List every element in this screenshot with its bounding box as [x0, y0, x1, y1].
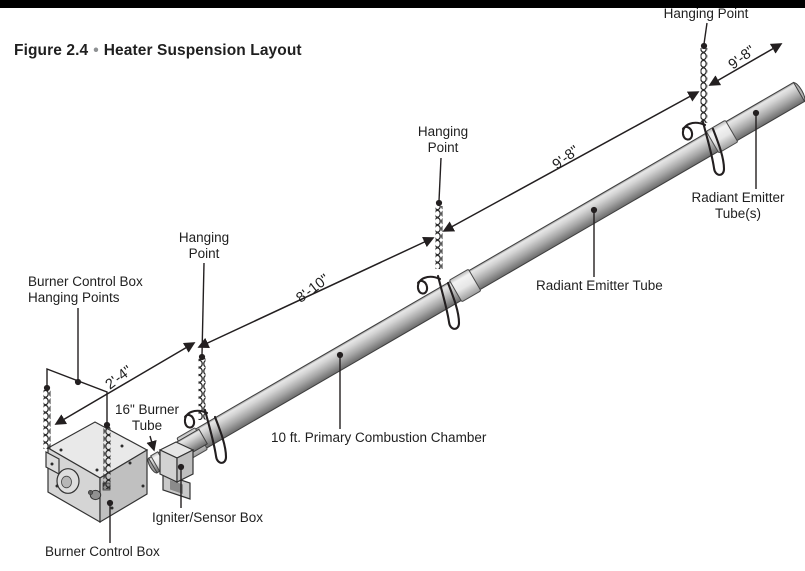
- suspension-chain-box-right: [103, 427, 111, 489]
- suspension-chain-2: [435, 206, 443, 269]
- box-screws: [50, 426, 145, 510]
- tube-coupling: [706, 120, 738, 153]
- tube-coupling: [449, 269, 481, 302]
- burner-control-box: [45, 421, 149, 524]
- label-burner-control-box: Burner Control Box: [45, 544, 160, 559]
- label-hanging-point-mid: Hanging Point: [417, 124, 469, 155]
- callout-dots: [43, 42, 760, 507]
- figure-title: Figure 2.4•Heater Suspension Layout: [14, 42, 302, 60]
- hanging-points-bracket: [46, 367, 108, 423]
- label-radiant-emitter-tubes: Radiant Emitter Tube(s): [691, 190, 785, 221]
- label-burner-tube: 16" Burner Tube: [114, 402, 180, 433]
- label-igniter-sensor-box: Igniter/Sensor Box: [152, 510, 264, 525]
- figure-title-text: Heater Suspension Layout: [103, 42, 302, 59]
- label-combustion-chamber: 10 ft. Primary Combustion Chamber: [271, 430, 487, 445]
- page-top-rule: [0, 0, 805, 8]
- label-hanging-point-top: Hanging Point: [663, 6, 749, 21]
- dimension-line-9-8-top: [708, 43, 783, 86]
- figure-number: Figure 2.4: [14, 42, 89, 59]
- suspension-chain-box-left: [43, 390, 51, 449]
- dimension-line-2-4: [54, 342, 196, 425]
- title-bullet: •: [93, 42, 99, 59]
- label-radiant-emitter-tube: Radiant Emitter Tube: [536, 278, 663, 293]
- dimension-line-9-8-mid: [442, 91, 700, 232]
- label-burner-box-hanging-points: Burner Control Box Hanging Points: [28, 274, 143, 305]
- igniter-sensor-box: [158, 441, 195, 500]
- dimension-line-8-10: [197, 236, 435, 349]
- suspension-chain-3: [700, 48, 708, 123]
- label-hanging-point-low: Hanging Point: [178, 230, 230, 261]
- suspension-chain-1: [198, 358, 206, 420]
- radiant-tube: [176, 81, 805, 460]
- leader-lines: [77, 22, 757, 543]
